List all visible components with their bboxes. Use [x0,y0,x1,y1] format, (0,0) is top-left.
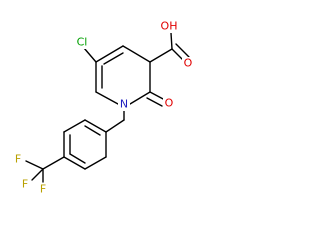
fluorine-label: F [22,178,28,191]
bond [149,91,166,101]
bond [170,32,173,50]
chlorine-label: Cl [77,36,88,49]
structure-diagram: Cl OH O O N F F F [13,19,194,196]
bond [84,119,107,133]
fluorine-label: F [15,153,21,166]
hydroxyl-label: OH [161,20,178,33]
bond [69,153,86,164]
bond [42,156,65,170]
bond [84,156,107,170]
bond [95,45,124,63]
bond [63,156,86,170]
atom-labels: Cl OH O O N F F F [13,20,194,196]
bond [129,91,151,105]
bond [103,52,124,65]
bond [63,119,86,133]
molecule-svg: Cl OH O O N F F F [13,20,194,196]
carbonyl-oxygen-keto-label: O [165,97,174,110]
fluorine-label: F [40,183,46,196]
bond [84,125,101,136]
nitrogen-label: N [120,98,128,111]
bond [95,91,119,105]
bond [83,47,97,63]
bond [149,48,173,63]
carbonyl-oxygen-acid-label: O [184,57,193,70]
bond [122,45,151,63]
bond [105,119,125,133]
bond [25,160,44,170]
bond [175,43,190,58]
bonds [25,32,190,183]
bond [146,97,163,107]
bond [31,168,44,181]
